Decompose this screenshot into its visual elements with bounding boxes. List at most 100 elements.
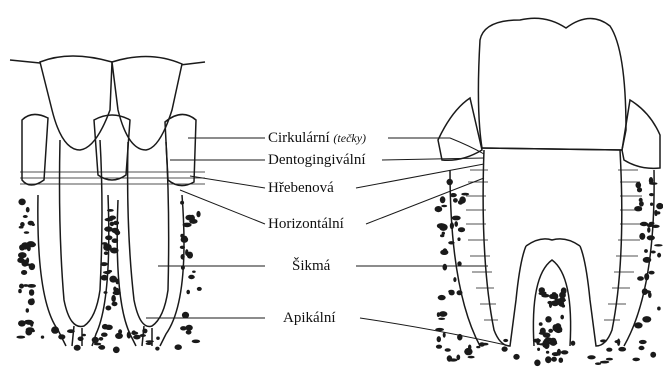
bone-speck xyxy=(112,302,118,307)
bone-speck xyxy=(440,196,446,203)
bone-speck xyxy=(502,346,508,351)
bone-speck xyxy=(637,187,642,192)
bone-speck xyxy=(649,193,654,196)
bone-speck xyxy=(552,352,560,356)
gingiva-left-edge xyxy=(22,114,48,185)
bone-speck xyxy=(476,346,480,348)
bone-speck xyxy=(26,308,29,312)
label-apical-text: Apikální xyxy=(283,310,336,326)
socket-wall-right xyxy=(117,195,184,346)
bone-speck xyxy=(436,345,442,349)
bone-speck xyxy=(534,360,540,367)
bone-speck xyxy=(539,343,547,345)
bone-speck xyxy=(644,249,648,253)
bone-speck xyxy=(546,351,549,354)
bone-speck xyxy=(539,332,547,335)
bone-speck xyxy=(634,322,642,328)
molar-gingiva-right xyxy=(622,100,660,168)
bone-speck xyxy=(553,324,558,331)
bone-speck xyxy=(443,332,446,337)
bone-speck xyxy=(587,355,595,359)
bone-speck xyxy=(468,356,475,359)
bone-speck xyxy=(24,231,29,234)
bone-speck xyxy=(634,206,642,211)
bone-speck xyxy=(632,358,640,362)
bone-speck xyxy=(650,203,653,206)
bone-speck xyxy=(27,284,36,288)
bone-speck xyxy=(602,361,609,364)
incisor-pair xyxy=(10,56,205,346)
bone-speck xyxy=(561,287,567,294)
label-crest-text: Hřebenová xyxy=(268,180,334,196)
bone-speck xyxy=(560,315,564,320)
bone-speck xyxy=(94,343,102,346)
bone-speck xyxy=(437,336,441,342)
bone-speck xyxy=(104,251,109,255)
bone-speck xyxy=(595,362,601,365)
bone-speck xyxy=(545,356,551,363)
bone-speck xyxy=(452,216,461,221)
bone-speck xyxy=(550,339,557,346)
bone-speck xyxy=(16,336,25,339)
bone-speck xyxy=(439,224,448,231)
bone-speck xyxy=(459,196,466,203)
bone-speck xyxy=(571,341,576,346)
apical-fibers-left xyxy=(72,326,82,346)
bone-speck xyxy=(449,290,455,295)
bone-speck xyxy=(155,347,159,351)
bone-speck xyxy=(606,358,613,361)
bone-speck xyxy=(18,289,22,293)
label-apical: Apikální xyxy=(283,309,336,327)
molar-root-left xyxy=(483,150,526,346)
bone-speck xyxy=(456,355,460,361)
bone-speck xyxy=(537,348,540,351)
bone-speck xyxy=(457,237,460,241)
label-horizontal: Horizontální xyxy=(268,215,344,233)
bone-speck xyxy=(131,332,138,335)
bone-speck xyxy=(561,350,569,354)
bone-speck xyxy=(647,235,655,240)
bone-speck xyxy=(192,340,200,344)
bone-speck xyxy=(454,221,458,227)
bone-speck xyxy=(113,347,120,354)
label-oblique-text: Šikmá xyxy=(292,258,330,274)
molar-pdl-right xyxy=(604,170,642,320)
incisor-root-left xyxy=(60,140,103,326)
bone-speck xyxy=(113,221,119,225)
bone-speck xyxy=(20,222,25,227)
bone-speck xyxy=(188,275,195,279)
label-dentogingival-text: Dentogingivální xyxy=(268,152,366,168)
bone-speck xyxy=(639,346,645,350)
molar xyxy=(438,18,660,346)
bone-speck xyxy=(186,290,190,295)
bone-speck xyxy=(443,248,448,254)
bone-speck xyxy=(513,354,519,360)
bone-speck xyxy=(657,253,661,258)
bone-speck xyxy=(19,284,24,289)
label-circular-note: (tečky) xyxy=(333,131,366,145)
incisor-root-right xyxy=(128,142,169,326)
bone-speck xyxy=(551,357,557,362)
bone-speck xyxy=(639,201,644,207)
bone-speck xyxy=(185,325,192,331)
bone-speck xyxy=(559,358,564,363)
bone-speck xyxy=(649,271,655,275)
bone-speck xyxy=(111,295,116,302)
bone-speck xyxy=(639,233,645,240)
bone-speck xyxy=(175,344,182,350)
bone-speck xyxy=(458,227,465,232)
bone-speck xyxy=(443,264,448,271)
bone-speck xyxy=(656,203,663,209)
bone-speck xyxy=(99,337,104,341)
bone-speck xyxy=(547,301,552,304)
bone-speck xyxy=(481,343,489,346)
bone-speck xyxy=(441,205,447,207)
bone-speck xyxy=(618,347,626,352)
bone-speck xyxy=(606,348,612,352)
bone-speck xyxy=(548,329,553,333)
bone-speck xyxy=(196,211,200,217)
bone-speck xyxy=(647,223,653,227)
bone-speck xyxy=(637,276,644,281)
bone-speck xyxy=(32,223,35,226)
